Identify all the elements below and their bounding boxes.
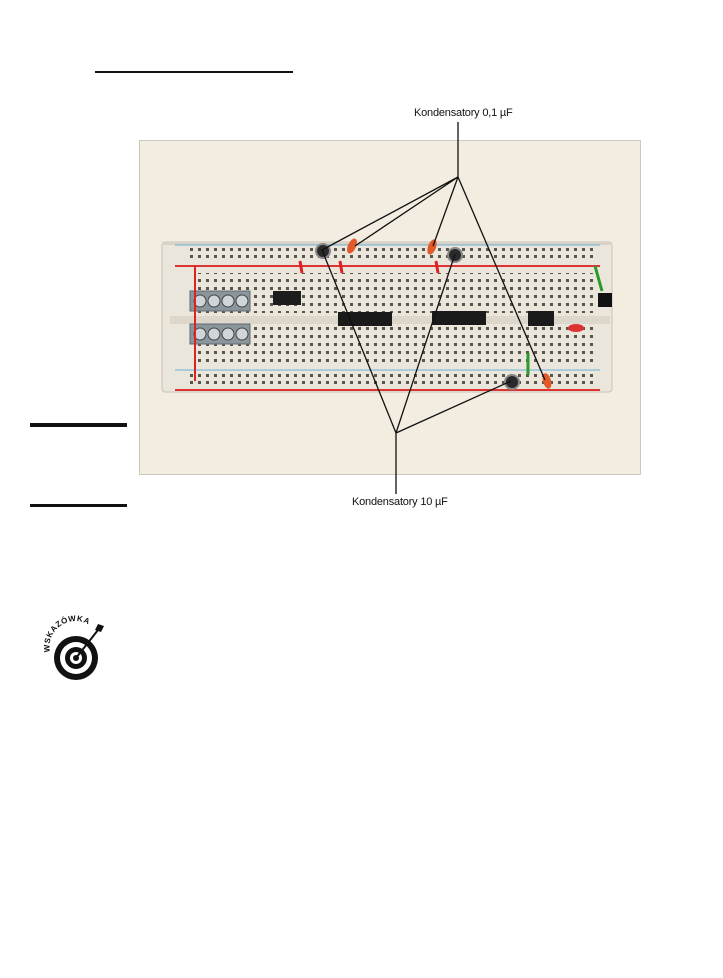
screw-terminal xyxy=(189,290,251,312)
heading-rule xyxy=(95,71,293,73)
margin-rule xyxy=(30,423,127,427)
target-icon: WSKAZÓWKA xyxy=(42,614,104,680)
screw-terminal xyxy=(189,323,251,345)
breadboard-photo xyxy=(139,140,641,475)
margin-rule xyxy=(30,504,127,507)
callout-label-10uf: Kondensatory 10 µF xyxy=(352,496,448,508)
callout-label-01uf: Kondensatory 0,1 µF xyxy=(414,107,513,119)
